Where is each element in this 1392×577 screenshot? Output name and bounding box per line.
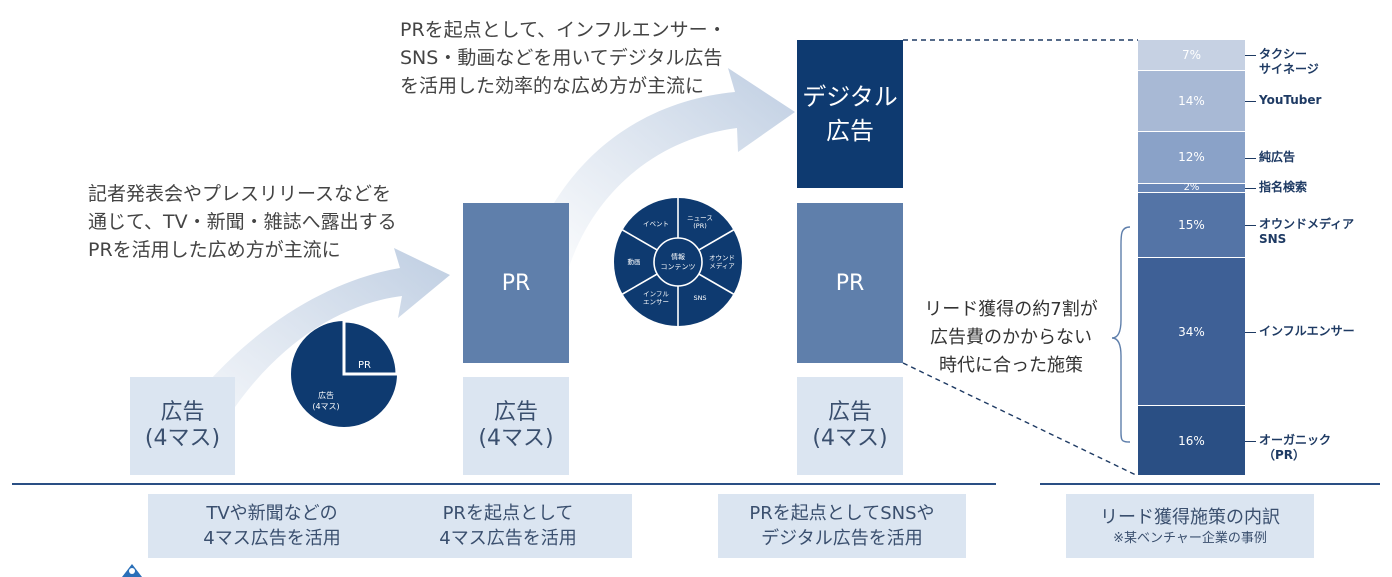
- leader-tick-5: [1245, 332, 1256, 334]
- bar-segment-4: 15%: [1138, 192, 1245, 257]
- bar-segment-0: 7%: [1138, 40, 1245, 70]
- content-wheel: 情報 コンテンツ ニュース (PR) オウンド メディア SNS インフル エン…: [614, 198, 742, 326]
- pie-ad-label-1: 広告: [318, 390, 334, 400]
- leader-tick-1: [1245, 101, 1256, 103]
- bar-segment-2: 12%: [1138, 131, 1245, 183]
- leader-tick-6: [1245, 441, 1256, 443]
- leader-tick-3: [1245, 188, 1256, 190]
- segment-label-2: 純広告: [1259, 149, 1296, 164]
- wheel-seg-news-1: ニュース: [687, 214, 713, 222]
- ad-block-stage3: 広告(4マス): [797, 377, 903, 475]
- wheel-seg-video: 動画: [628, 257, 641, 266]
- wheel-seg-event: イベント: [643, 220, 669, 228]
- pie-pr-slice: [342, 319, 399, 376]
- segment-label-0: タクシーサイネージ: [1259, 47, 1319, 77]
- ad-block-stage2: 広告(4マス): [463, 377, 569, 475]
- bar-segment-1: 14%: [1138, 70, 1245, 131]
- baseline-left: [12, 483, 996, 485]
- wheel-center-label-1: 情報: [671, 252, 685, 261]
- wheel-seg-sns: SNS: [693, 294, 706, 302]
- ad-block-stage1: 広告(4マス): [130, 377, 235, 475]
- baseline-right: [1040, 483, 1380, 485]
- logo-icon: [122, 564, 142, 577]
- brace: [1111, 226, 1131, 443]
- bar-segment-6: 16%: [1138, 406, 1245, 475]
- pie-pr-label: PR: [358, 360, 371, 371]
- pr-block-stage2: PR: [463, 203, 569, 363]
- segment-label-5: インフルエンサー: [1259, 324, 1355, 339]
- stage2-note: 記者発表会やプレスリリースなどを 通じて、TV・新聞・雑誌へ露出する PRを活用…: [88, 183, 397, 261]
- bar-segment-5: 34%: [1138, 258, 1245, 406]
- leader-tick-0: [1245, 55, 1256, 57]
- pie-ad-label-2: (4マス): [312, 402, 339, 411]
- segment-label-6: オーガニック（PR）: [1259, 433, 1332, 463]
- wheel-seg-influencer-1: インフル: [643, 290, 669, 298]
- caption-stage3: PRを起点としてSNSやデジタル広告を活用: [718, 494, 966, 558]
- caption-breakdown: リード獲得施策の内訳※某ベンチャー企業の事例: [1066, 494, 1314, 558]
- leader-tick-4: [1245, 225, 1256, 227]
- pr-block-stage3: PR: [797, 203, 903, 363]
- brace-note: リード獲得の約7割が 広告費のかからない 時代に合った施策: [924, 299, 1098, 376]
- wheel-seg-owned-1: オウンド: [709, 254, 735, 262]
- leader-tick-2: [1245, 157, 1256, 159]
- stage3-note: PRを起点として、インフルエンサー・ SNS・動画などを用いてデジタル広告 を活…: [400, 19, 727, 97]
- segment-label-3: 指名検索: [1259, 180, 1308, 195]
- wheel-seg-influencer-2: エンサー: [643, 298, 669, 306]
- segment-label-1: YouTuber: [1259, 93, 1322, 108]
- growth-arrow-2: [522, 68, 795, 280]
- wheel-seg-news-2: (PR): [693, 222, 707, 230]
- digital-ad-block: デジタル広告: [797, 40, 903, 188]
- wheel-center-label-2: コンテンツ: [661, 263, 696, 271]
- bar-segment-3: 2%: [1138, 182, 1245, 193]
- wheel-seg-owned-2: メディア: [709, 261, 735, 270]
- dashed-connector-bottom: [902, 362, 1139, 477]
- pr-share-pie: PR 広告 (4マス): [291, 319, 399, 427]
- wheel-center: [653, 237, 703, 287]
